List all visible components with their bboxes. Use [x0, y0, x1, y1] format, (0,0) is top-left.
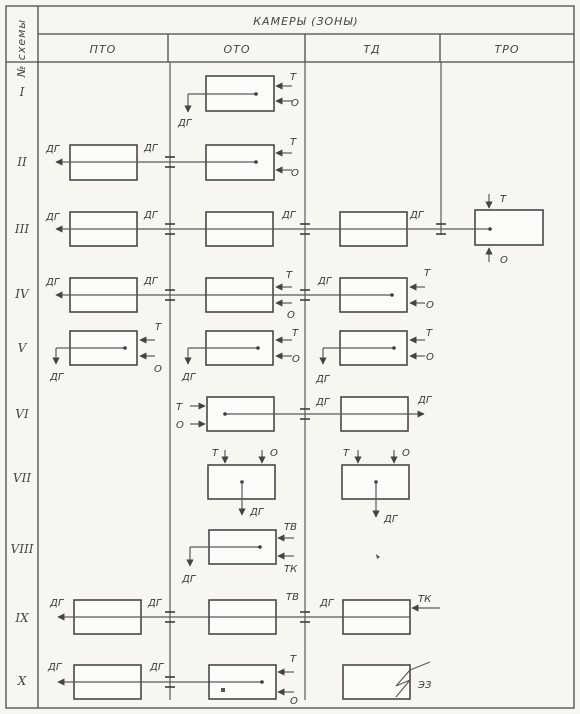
scheme-row-5: ДГ Т О ДГ Т О ДГ Т О — [49, 322, 434, 385]
scheme-row-1: ДГ Т О — [177, 72, 299, 129]
manifold-lines — [169, 62, 442, 700]
oxidizer-label: О — [290, 696, 298, 707]
table-frame — [5, 5, 575, 709]
scheme-number: V — [18, 341, 28, 355]
exhaust-label: ДГ — [409, 210, 425, 221]
fuel-label: Т — [176, 402, 183, 413]
fuel-v-label: ТВ — [284, 522, 297, 533]
scheme-number: VIII — [11, 542, 34, 556]
fuel-label: Т — [424, 268, 431, 279]
exhaust-label: ДГ — [281, 210, 297, 221]
oxidizer-label: О — [154, 364, 162, 375]
exhaust-label: ДГ — [383, 514, 399, 525]
fuel-label: Т — [426, 328, 433, 339]
scheme-number: IX — [14, 611, 29, 625]
oxidizer-label: О — [426, 352, 434, 363]
exhaust-label: ДГ — [47, 662, 63, 673]
fuel-label: Т — [292, 328, 299, 339]
exhaust-label: ДГ — [49, 372, 65, 383]
fuel-label: Т — [290, 654, 297, 665]
scheme-number: IV — [14, 287, 30, 301]
fuel-label: Т — [343, 448, 350, 459]
chamber-tro — [474, 209, 544, 246]
fuel-label: Т — [212, 448, 219, 459]
exhaust-label: ДГ — [49, 598, 65, 609]
exhaust-label: ДГ — [319, 598, 335, 609]
zone-header-tro: ТРО — [494, 43, 519, 56]
scheme-number: III — [14, 222, 29, 236]
exhaust-label: ДГ — [45, 212, 61, 223]
scheme-number: II — [16, 155, 27, 169]
exhaust-label: ДГ — [249, 507, 265, 518]
oxidizer-label: О — [291, 168, 299, 179]
exhaust-label: ДГ — [317, 276, 333, 287]
fuel-v-label: ТВ — [286, 592, 299, 603]
scheme-row-2: ДГ ДГ Т О — [45, 137, 299, 181]
fuel-label: Т — [155, 322, 162, 333]
fuel-k-label: ТК — [418, 594, 432, 605]
zone-header-pto: ПТО — [90, 43, 117, 56]
exhaust-label: ДГ — [181, 574, 197, 585]
heater-zigzag-icon — [395, 669, 411, 698]
scheme-row-3: ДГ ДГ ДГ ДГ Т О — [45, 194, 544, 266]
cameras-title: КАМЕРЫ (ЗОНЫ) — [253, 15, 358, 28]
scheme-number: VI — [15, 407, 29, 421]
exhaust-label: ДГ — [143, 276, 159, 287]
exhaust-label: ДГ — [147, 598, 163, 609]
scheme-row-6: Т О ДГ ДГ — [176, 395, 433, 432]
scheme-row-9: ДГ ДГ ТВ ДГ ТК — [49, 592, 440, 635]
scheme-row-10: ДГ ДГ Т О ЭЗ — [47, 654, 432, 707]
zone-header-td: ТД — [363, 43, 380, 56]
oxidizer-label: О — [402, 448, 410, 459]
exhaust-label: ДГ — [315, 374, 331, 385]
oxidizer-label: О — [426, 300, 434, 311]
oxidizer-label: О — [176, 420, 184, 431]
scheme-row-8: ДГ ТВ ТК — [181, 522, 380, 585]
oxidizer-label: О — [292, 354, 300, 365]
oxidizer-label: О — [291, 98, 299, 109]
exhaust-label: ДГ — [177, 118, 193, 129]
fuel-label: Т — [290, 72, 297, 83]
oxidizer-label: О — [287, 310, 295, 321]
exhaust-label: ДГ — [143, 143, 159, 154]
scheme-row-7: Т О ДГ Т О ДГ — [207, 448, 410, 525]
fuel-k-label: ТК — [284, 564, 298, 575]
zone-header-oto: ОТО — [223, 43, 250, 56]
scheme-number: I — [19, 85, 25, 99]
scheme-row-4: ДГ ДГ Т О ДГ Т О — [45, 268, 434, 321]
exhaust-label: ДГ — [149, 662, 165, 673]
exhaust-label: ДГ — [417, 395, 433, 406]
electric-heating-label: ЭЗ — [417, 680, 432, 691]
oxidizer-label: О — [270, 448, 278, 459]
oxidizer-label: О — [500, 255, 508, 266]
exhaust-label: ДГ — [315, 397, 331, 408]
exhaust-label: ДГ — [181, 372, 197, 383]
fuel-label: Т — [290, 137, 297, 148]
number-column-label: № схемы — [15, 19, 28, 78]
scheme-number: X — [17, 674, 27, 688]
exhaust-label: ДГ — [45, 277, 61, 288]
fuel-label: Т — [500, 194, 507, 205]
exhaust-label: ДГ — [45, 144, 61, 155]
exhaust-label: ДГ — [143, 210, 159, 221]
scheme-number: VII — [13, 471, 31, 485]
fuel-label: Т — [286, 270, 293, 281]
